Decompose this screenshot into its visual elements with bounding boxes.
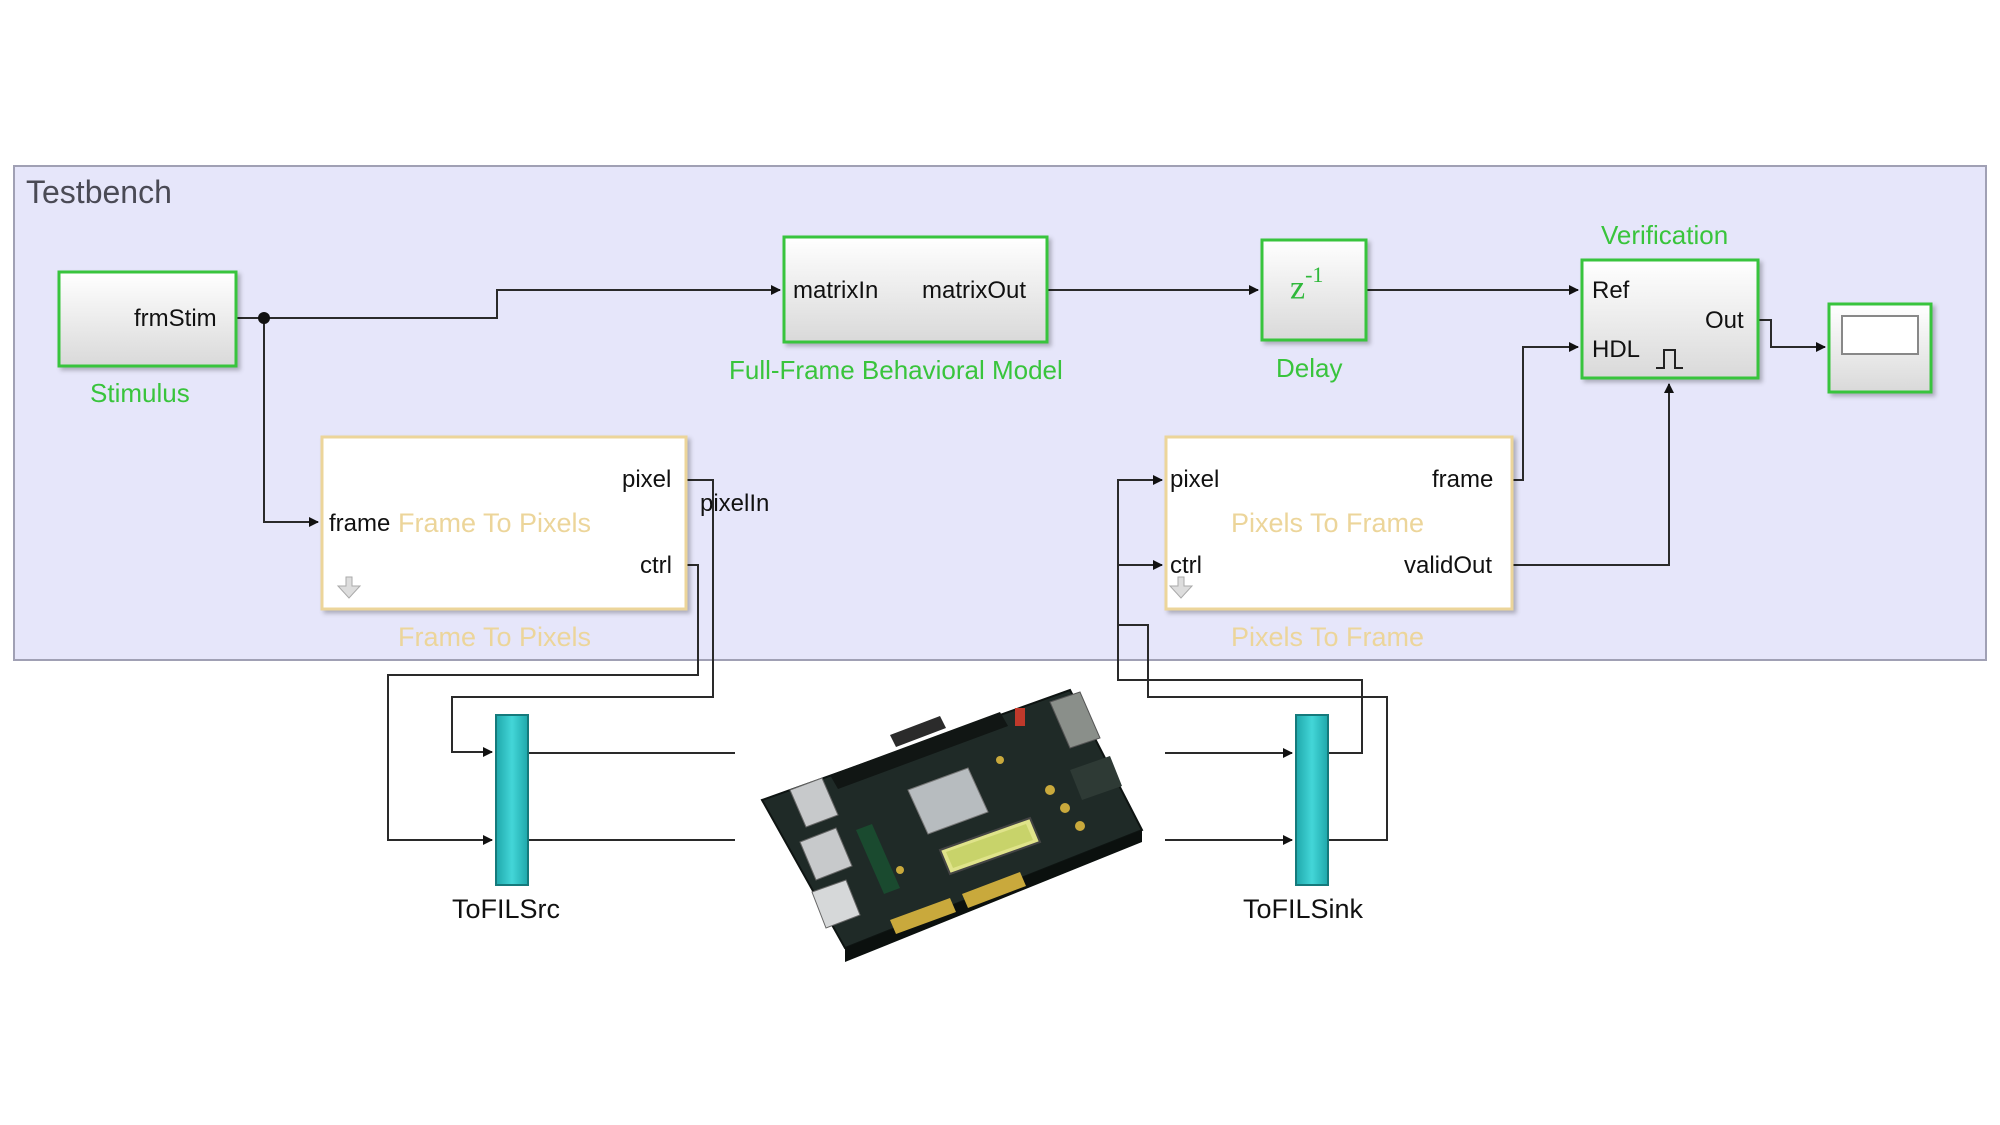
pixelstoframe-port-validout: validOut	[1404, 552, 1493, 579]
tofilsrc-block[interactable]	[495, 714, 529, 886]
down-arrow-icon	[1168, 576, 1194, 599]
frametopixels-port-ctrl: ctrl	[640, 552, 672, 579]
tofilsink-caption: ToFILSink	[1243, 894, 1364, 924]
branch-point	[258, 312, 270, 324]
verification-port-hdl: HDL	[1592, 336, 1641, 363]
pixelstoframe-caption: Pixels To Frame	[1231, 622, 1425, 652]
frametopixels-port-pixel: pixel	[622, 466, 672, 493]
fpga-board-image	[760, 688, 1144, 962]
tofilsink-block[interactable]	[1295, 714, 1329, 886]
pixelstoframe-center-label: Pixels To Frame	[1231, 508, 1425, 538]
scope-icon	[1841, 315, 1919, 355]
model-caption: Full-Frame Behavioral Model	[729, 355, 1063, 385]
wire-frmstim-to-model	[236, 285, 781, 319]
wire-tofilsink-to-pixel	[1117, 475, 1363, 754]
wire-frame-to-hdl	[1512, 342, 1579, 481]
verification-block[interactable]	[1580, 258, 1760, 380]
verification-port-out: Out	[1705, 307, 1744, 334]
testbench-title: Testbench	[26, 174, 172, 210]
stimulus-caption: Stimulus	[90, 378, 190, 408]
wire-tofilsink-to-ctrl	[1117, 560, 1388, 841]
signal-pixelin: pixelIn	[700, 490, 770, 517]
wire-ctrl-to-tofilsrc	[387, 564, 699, 845]
down-arrow-icon	[336, 576, 362, 599]
signal-wires	[236, 285, 1826, 845]
delay-symbol: z-1	[1290, 262, 1324, 307]
behavioral-model-block[interactable]	[782, 235, 1049, 344]
wire-validout-to-verification	[1512, 383, 1674, 566]
stimulus-block[interactable]	[57, 270, 238, 368]
stimulus-port-frmstim: frmStim	[134, 305, 217, 332]
pixelstoframe-port-frame: frame	[1432, 466, 1494, 493]
frametopixels-caption: Frame To Pixels	[398, 622, 592, 652]
model-port-matrixout: matrixOut	[922, 277, 1027, 304]
pixels-to-frame-block[interactable]	[1164, 435, 1514, 611]
wire-pixel-to-tofilsrc	[451, 479, 714, 757]
model-port-matrixin: matrixIn	[793, 277, 879, 304]
pixelstoframe-port-pixel: pixel	[1170, 466, 1220, 493]
pulse-icon	[1656, 349, 1683, 369]
delay-caption: Delay	[1276, 353, 1343, 383]
delay-block[interactable]	[1260, 238, 1368, 342]
frametopixels-port-frame: frame	[329, 510, 391, 537]
tofilsrc-caption: ToFILSrc	[452, 894, 561, 924]
frametopixels-center-label: Frame To Pixels	[398, 508, 592, 538]
pixelstoframe-port-ctrl: ctrl	[1170, 552, 1202, 579]
verification-title: Verification	[1601, 220, 1729, 250]
wire-frmstim-to-frametopixels	[263, 318, 319, 527]
frame-to-pixels-block[interactable]	[320, 435, 688, 611]
verification-port-ref: Ref	[1592, 277, 1630, 304]
wire-out-to-scope	[1758, 319, 1826, 352]
